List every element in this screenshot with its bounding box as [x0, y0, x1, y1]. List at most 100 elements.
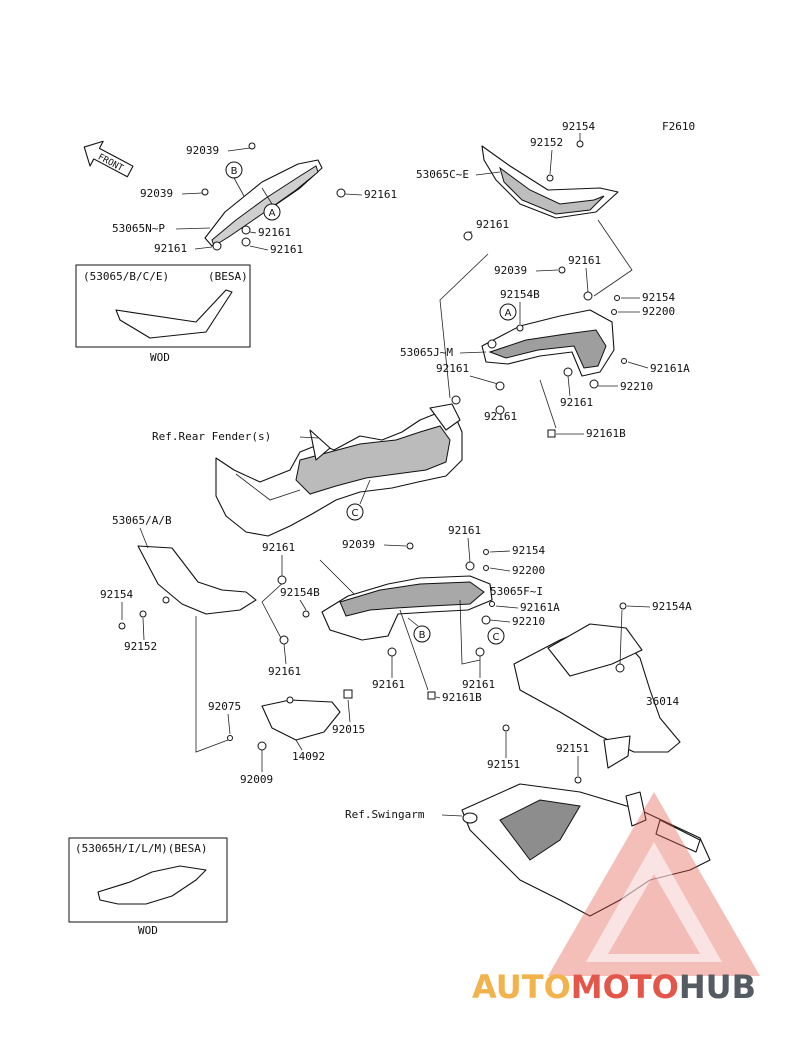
- inset-top-header-left: (53065/B/C/E): [83, 270, 169, 283]
- watermark-text: AUTOMOTOHUB: [472, 968, 756, 1006]
- grommet-part: [343, 689, 353, 699]
- watermark-hub: HUB: [679, 968, 756, 1006]
- part-label: 92154: [562, 120, 595, 133]
- grommet-part: [139, 610, 147, 618]
- washer-part: [483, 565, 489, 571]
- part-label: 92154: [642, 291, 675, 304]
- part-label: 92152: [124, 640, 157, 653]
- grommet-part: [387, 647, 397, 657]
- screw-part: [516, 324, 524, 332]
- screw-part: [201, 188, 209, 196]
- part-label: 92161: [268, 665, 301, 678]
- svg-text:B: B: [419, 630, 426, 641]
- part-label: 92154: [100, 588, 133, 601]
- part-label: 92161: [462, 678, 495, 691]
- part-label: 36014: [646, 695, 679, 708]
- part-label: 92161: [484, 410, 517, 423]
- inset-top-box: [75, 264, 251, 348]
- part-label: 92039: [140, 187, 173, 200]
- figure-code: F2610: [662, 120, 695, 133]
- part-label: 92161: [364, 188, 397, 201]
- callout-a: A: [499, 303, 517, 321]
- part-label: 92161: [154, 242, 187, 255]
- part-label: 92154: [512, 544, 545, 557]
- part-label: 92161A: [650, 362, 690, 375]
- part-label: 92154A: [652, 600, 692, 613]
- part-label: 92039: [494, 264, 527, 277]
- screw-part: [483, 549, 489, 555]
- grommet-part: [212, 241, 222, 251]
- inset-top-part: [115, 289, 233, 339]
- part-label: 92039: [342, 538, 375, 551]
- part-label: 53065F~I: [490, 585, 543, 598]
- callout-a: A: [263, 203, 281, 221]
- screw-part: [574, 776, 582, 784]
- part-label: 92009: [240, 773, 273, 786]
- grommet-part: [487, 339, 497, 349]
- grommet-part: [583, 291, 593, 301]
- swingarm-part: [461, 783, 711, 917]
- grommet-part: [162, 596, 170, 604]
- part-label: 53065N~P: [112, 222, 165, 235]
- clip-part: [621, 358, 627, 364]
- screw-part: [502, 724, 510, 732]
- nut-part: [481, 615, 491, 625]
- clip-part: [547, 429, 556, 438]
- part-label: 92161B: [586, 427, 626, 440]
- part-label: 92200: [642, 305, 675, 318]
- part-label: 53065C~E: [416, 168, 469, 181]
- callout-c: C: [487, 627, 505, 645]
- part-label: 92161: [262, 541, 295, 554]
- part-label: 92039: [186, 144, 219, 157]
- grommet-part: [336, 188, 346, 198]
- part-label: 92161B: [442, 691, 482, 704]
- clip-part: [427, 691, 436, 700]
- clip-part: [227, 735, 233, 741]
- part-label: 92161: [476, 218, 509, 231]
- part-label: 92161: [560, 396, 593, 409]
- part-label: 92161: [372, 678, 405, 691]
- inset-top-footer: WOD: [150, 351, 170, 364]
- screw-part: [619, 602, 627, 610]
- grommet-part: [546, 174, 554, 182]
- grommet-part: [451, 395, 461, 405]
- part-label: 14092: [292, 750, 325, 763]
- svg-text:C: C: [493, 632, 500, 643]
- callout-b: B: [413, 625, 431, 643]
- grommet-part: [475, 647, 485, 657]
- part-label: 92161: [270, 243, 303, 256]
- tail-cowl-upper-part: [204, 159, 323, 247]
- part-label: 92210: [512, 615, 545, 628]
- part-label: 53065/A/B: [112, 514, 172, 527]
- grommet-part: [241, 225, 251, 235]
- part-label: 92154B: [280, 586, 320, 599]
- grommet-part: [463, 231, 473, 241]
- part-label: 92015: [332, 723, 365, 736]
- part-label: 92161: [568, 254, 601, 267]
- part-label: 92210: [620, 380, 653, 393]
- inset-top-header-right: (BESA): [208, 270, 248, 283]
- screw-part: [406, 542, 414, 550]
- grommet-part: [495, 381, 505, 391]
- grommet-part: [279, 635, 289, 645]
- grommet-part: [563, 367, 573, 377]
- watermark-auto: AUTO: [472, 968, 571, 1006]
- part-label: 92161: [448, 524, 481, 537]
- screw-part: [614, 295, 620, 301]
- grommet-part: [241, 237, 251, 247]
- clip-part: [489, 601, 495, 607]
- front-arrow-icon: FRONT: [83, 140, 134, 178]
- clip-part: [286, 696, 294, 704]
- callout-b: B: [225, 161, 243, 179]
- part-label: 92075: [208, 700, 241, 713]
- screw-part: [302, 610, 310, 618]
- svg-text:A: A: [505, 308, 512, 319]
- washer-part: [611, 309, 617, 315]
- grommet-part: [615, 663, 625, 673]
- part-label: 92152: [530, 136, 563, 149]
- part-label: 92151: [556, 742, 589, 755]
- rear-fender-part: [215, 403, 463, 537]
- grommet-part: [495, 405, 505, 415]
- part-label: 53065J~M: [400, 346, 453, 359]
